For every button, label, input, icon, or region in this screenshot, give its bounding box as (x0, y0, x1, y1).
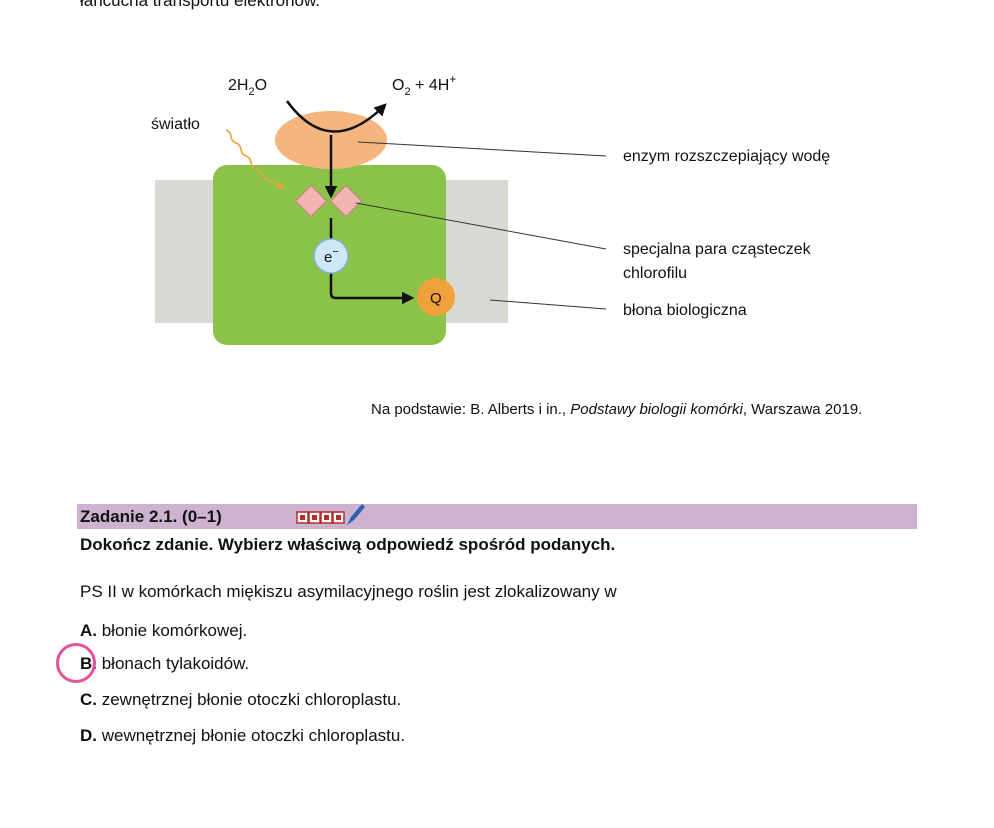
source-title: Podstawy biologii komórki (570, 401, 743, 418)
option-a[interactable]: A. błonie komórkowej. (80, 621, 248, 640)
enzyme-leader-line (357, 141, 607, 157)
water-label: 2H2O (228, 77, 267, 98)
chlorophyll-pair (294, 184, 363, 218)
electron-to-quinone-arrow (329, 272, 415, 305)
pair-label-line2: chlorofilu (623, 265, 687, 282)
light-label: światło (151, 116, 200, 133)
electron-label: e− (324, 246, 339, 266)
pair-leader-line (355, 202, 607, 250)
previous-text-fragment: łańcucha transportu elektronów. (80, 0, 321, 10)
quinone-circle (417, 278, 455, 316)
membrane-leader-line (489, 299, 607, 310)
task-question: PS II w komórkach miękiszu asymilacyjneg… (80, 582, 617, 601)
pair-label-line1: specjalna para cząsteczek (623, 241, 812, 258)
electron-circle (313, 238, 349, 274)
task-header-bar (77, 504, 917, 529)
membrane-label: błona biologiczna (623, 302, 747, 319)
light-wave (225, 129, 286, 189)
task-title: Zadanie 2.1. (0–1) (80, 507, 222, 526)
source-citation: Na podstawie: B. Alberts i in., Podstawy… (371, 401, 863, 418)
option-c[interactable]: C. zewnętrznej błonie otoczki chloroplas… (80, 690, 402, 709)
skill-pencil-icon (296, 504, 365, 525)
water-oxidation-arrow (285, 100, 387, 133)
photosystem-diagram: e− Q 2H2O O2 + 4H+ światło enzym rozszcz… (151, 72, 830, 345)
option-b[interactable]: B. błonach tylakoidów. (80, 654, 250, 673)
enzyme-label: enzym rozszczepiający wodę (623, 148, 830, 165)
quinone-label: Q (430, 290, 442, 307)
option-d[interactable]: D. wewnętrznej błonie otoczki chloroplas… (80, 726, 406, 745)
oxygen-label: O2 + 4H+ (392, 72, 456, 98)
task-instruction: Dokończ zdanie. Wybierz właściwą odpowie… (80, 535, 616, 554)
selected-answer-circle (56, 643, 96, 683)
